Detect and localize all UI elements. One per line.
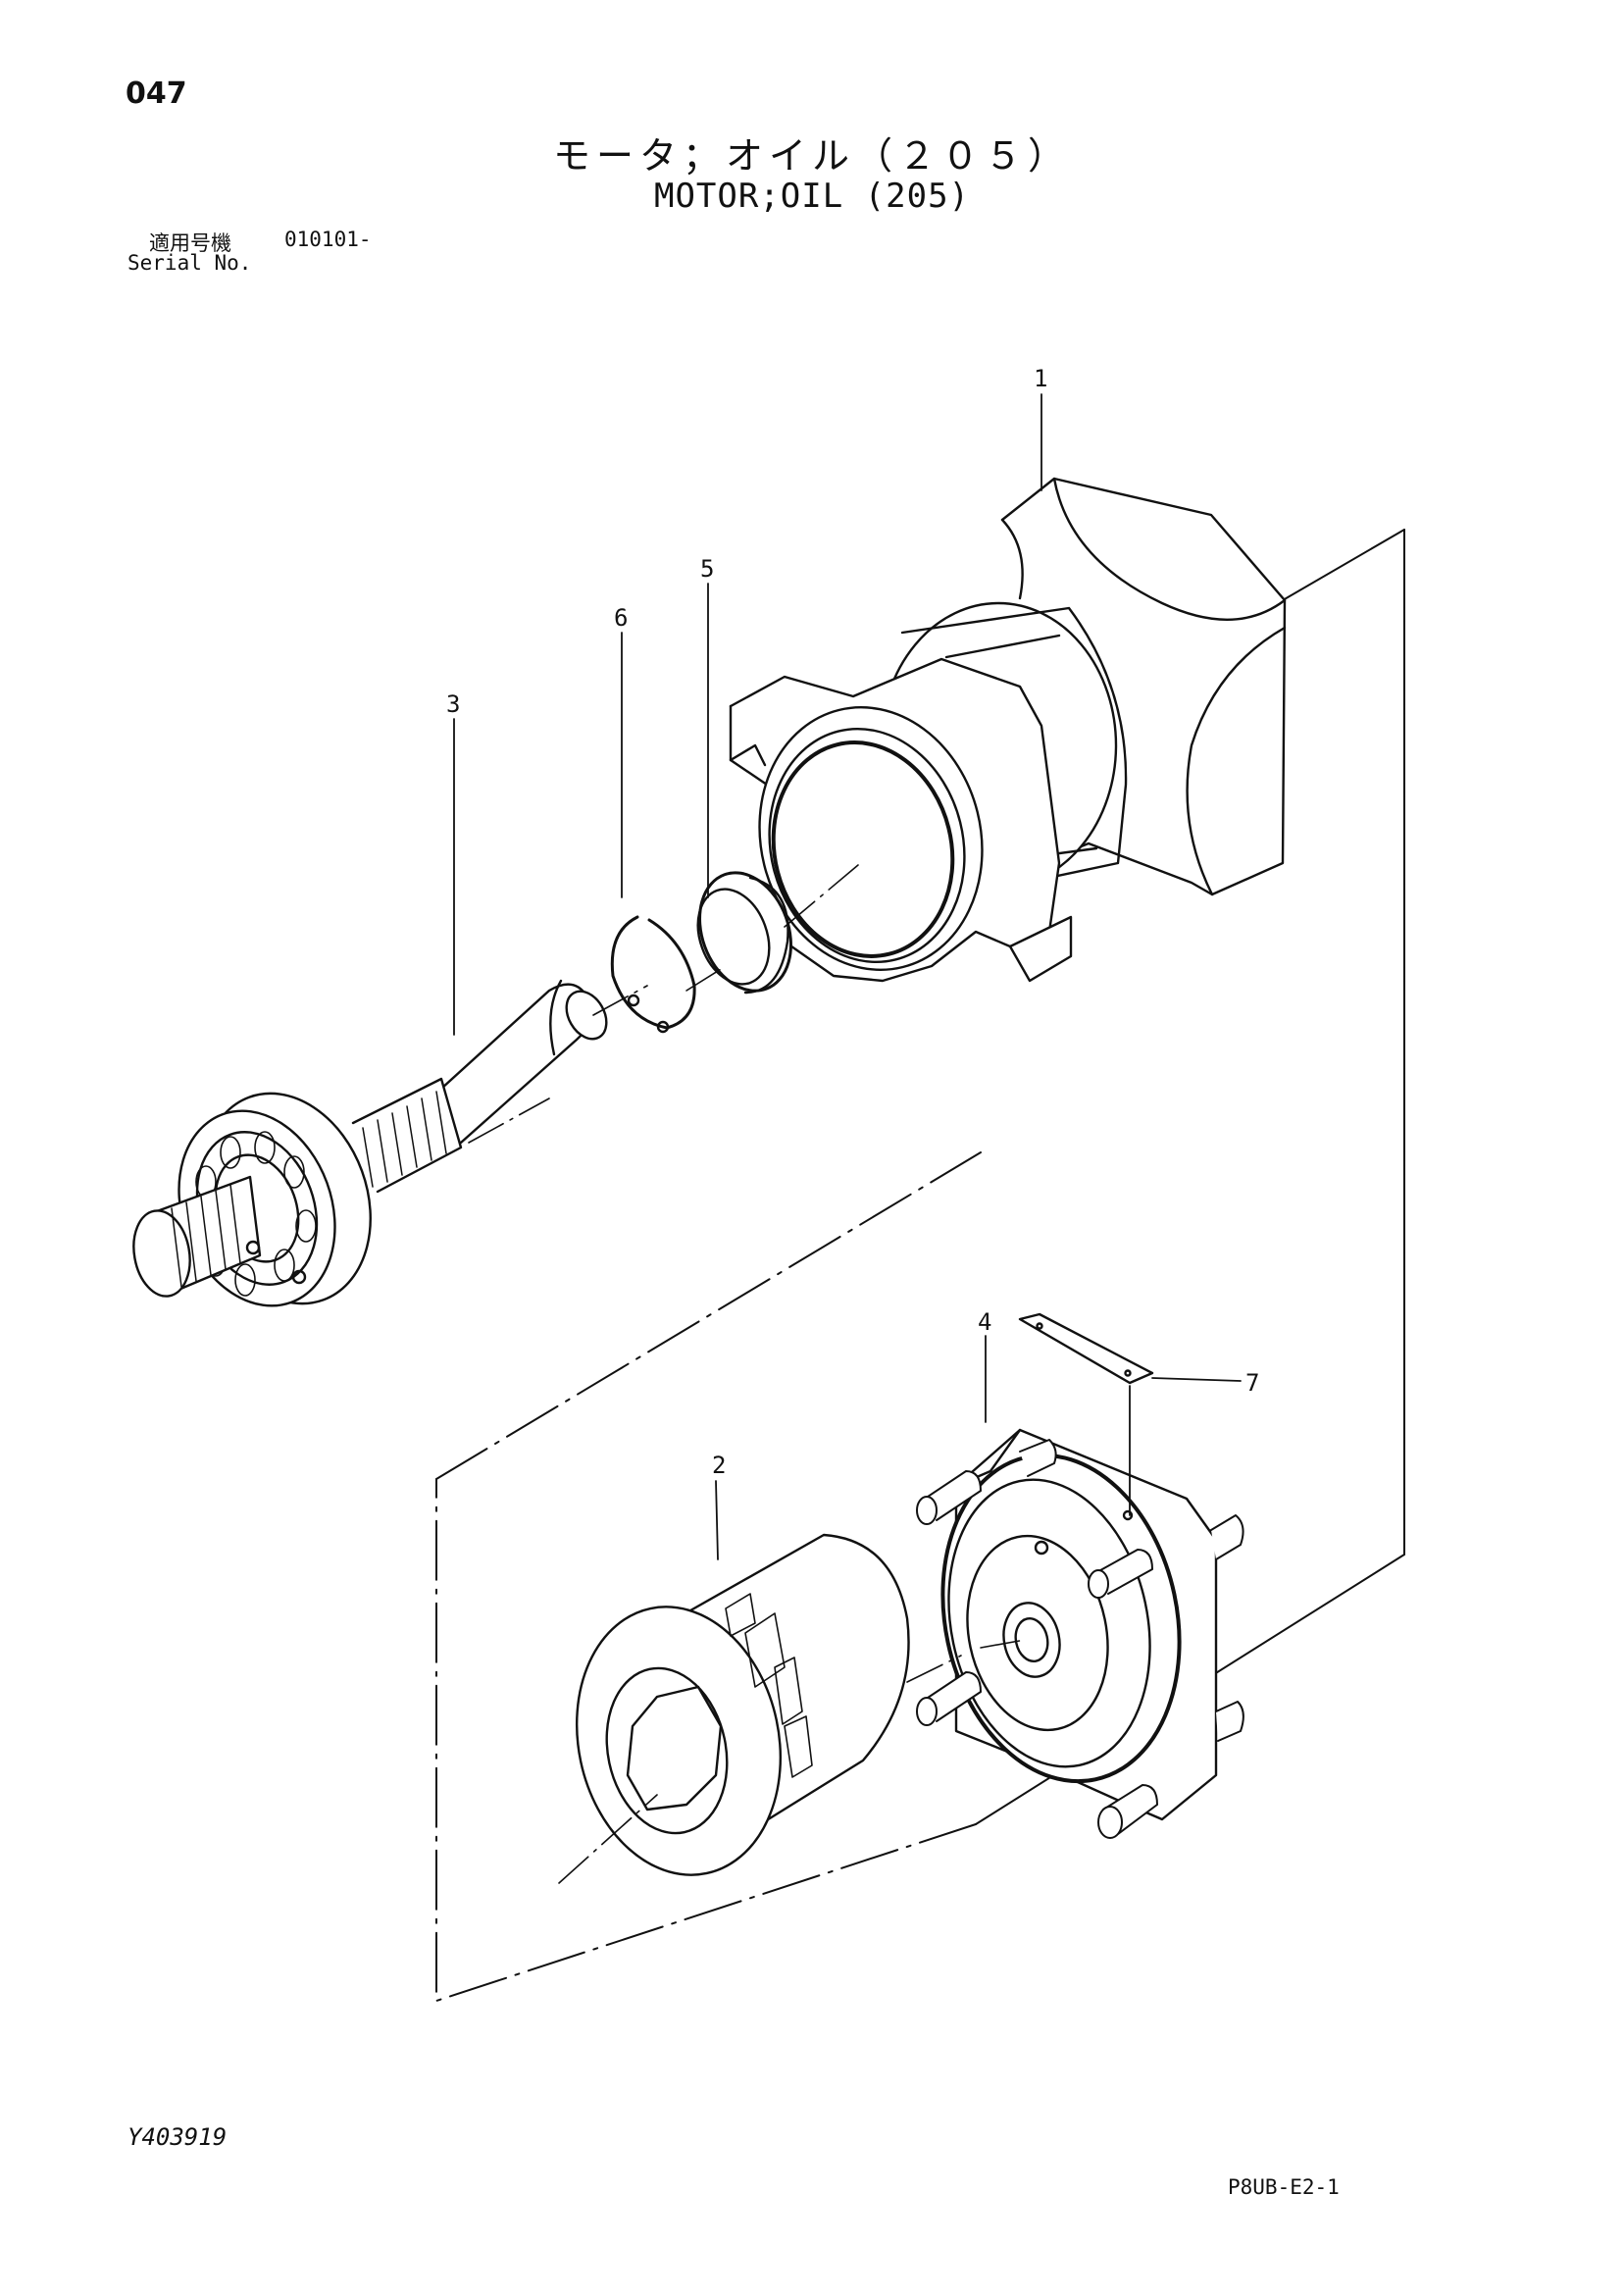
callout-6: 6: [614, 604, 628, 632]
callout-numbers: 1 2 3 4 5 6 7: [446, 365, 1259, 1479]
part-3-shaft: [132, 979, 608, 1307]
callout-3: 3: [446, 690, 460, 718]
callout-1: 1: [1034, 365, 1047, 392]
serial-label-english: Serial No.: [127, 251, 252, 275]
part-5-seal: [696, 871, 792, 995]
leader-lines: [468, 864, 1026, 1884]
part-7-plate: [1018, 1312, 1154, 1385]
document-code: Y403919: [127, 2123, 228, 2151]
serial-value: 010101-: [284, 228, 372, 251]
sheet-code: P8UB-E2-1: [1228, 2175, 1340, 2199]
part-2-cylinder-block: [575, 1533, 910, 1876]
part-6-snap-ring: [610, 915, 696, 1034]
callout-2: 2: [712, 1452, 726, 1479]
part-4-valve-cover: [916, 1428, 1244, 1839]
title-english: MOTOR;OIL (205): [653, 177, 971, 216]
serial-label-japanese: 適用号機: [149, 231, 231, 255]
callout-4: 4: [978, 1308, 991, 1336]
page-number: 047: [126, 77, 187, 111]
title-japanese: モータ；オイル（２０５）: [552, 134, 1071, 178]
callout-leaders: [453, 393, 1242, 1560]
callout-5: 5: [700, 555, 714, 583]
callout-7: 7: [1245, 1369, 1259, 1397]
part-1-housing: [729, 477, 1287, 983]
